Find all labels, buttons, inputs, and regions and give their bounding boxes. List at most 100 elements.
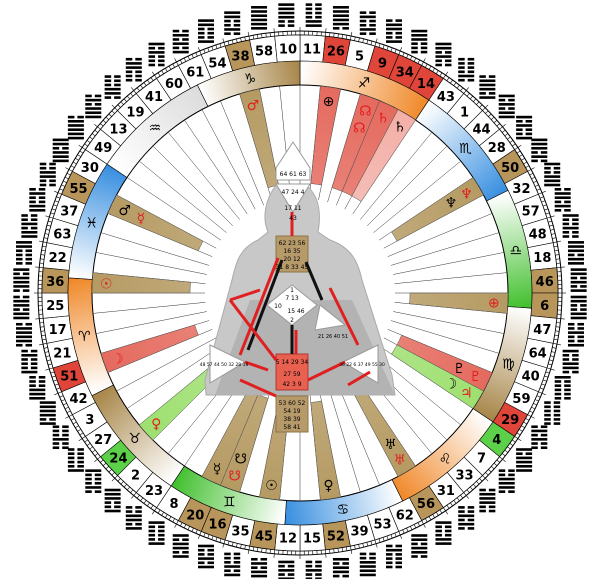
line-tick bbox=[46, 359, 51, 362]
line-tick bbox=[231, 39, 234, 44]
line-tick bbox=[40, 330, 45, 332]
hexagram-line-broken bbox=[25, 257, 33, 261]
hexagram-line-broken bbox=[562, 231, 570, 234]
line-tick bbox=[555, 326, 560, 328]
hexagram-line-solid bbox=[52, 155, 69, 158]
hexagram-line-solid bbox=[16, 245, 33, 248]
gate-number: 61 bbox=[186, 66, 204, 81]
gate-divider-line bbox=[390, 320, 500, 354]
hexagram-line-solid bbox=[16, 335, 33, 339]
planet-symbol: ☋ bbox=[228, 469, 240, 485]
hexagram-line-solid bbox=[554, 192, 571, 195]
hexagram-line-broken bbox=[62, 433, 69, 437]
line-tick bbox=[44, 351, 49, 353]
line-tick bbox=[450, 79, 453, 84]
hexagram-line-broken bbox=[479, 505, 486, 509]
hexagram-line-broken bbox=[554, 396, 562, 400]
line-tick bbox=[362, 543, 364, 548]
hexagram-line-broken bbox=[148, 525, 156, 529]
line-tick bbox=[59, 188, 64, 191]
line-tick bbox=[157, 72, 161, 77]
line-tick bbox=[187, 526, 190, 530]
hexagram-31 bbox=[458, 506, 475, 530]
gate-number: 12 bbox=[279, 532, 297, 547]
line-tick bbox=[65, 414, 73, 419]
hexagram-line-broken bbox=[207, 31, 215, 35]
hexagram-line-broken bbox=[564, 209, 571, 212]
hexagram-line-solid bbox=[435, 46, 452, 50]
line-tick bbox=[140, 84, 144, 89]
hexagram-line-broken bbox=[544, 413, 551, 417]
hexagram-line-solid bbox=[13, 268, 30, 271]
hexagram-line-solid bbox=[544, 179, 561, 183]
hexagram-line-broken bbox=[125, 510, 133, 513]
line-tick bbox=[61, 399, 66, 402]
zodiac-sign-symbol: ♌ bbox=[439, 451, 452, 467]
hexagram-line-broken bbox=[287, 564, 295, 568]
line-tick bbox=[542, 379, 547, 382]
hexagram-line-broken bbox=[67, 115, 75, 119]
line-tick bbox=[183, 524, 187, 529]
line-tick bbox=[554, 334, 559, 336]
hexagram-23 bbox=[125, 506, 142, 530]
hexagram-line-solid bbox=[516, 136, 533, 140]
line-tick bbox=[341, 34, 343, 39]
line-tick bbox=[191, 527, 194, 532]
hexagram-line-broken bbox=[444, 63, 452, 67]
hexagram-24 bbox=[85, 469, 102, 493]
hexagram-line-broken bbox=[39, 162, 47, 166]
line-tick bbox=[501, 453, 506, 457]
line-tick bbox=[490, 466, 495, 470]
hexagram-line-solid bbox=[278, 569, 295, 572]
gate-divider-line bbox=[327, 383, 361, 493]
hexagram-line-broken bbox=[104, 96, 112, 99]
gate-number: 11 bbox=[303, 42, 321, 57]
hexagram-line-broken bbox=[553, 409, 561, 413]
hexagram-33 bbox=[479, 488, 496, 513]
hexagram-line-broken bbox=[564, 384, 571, 387]
line-tick bbox=[337, 33, 339, 38]
line-tick bbox=[44, 233, 49, 235]
line-tick bbox=[273, 549, 276, 558]
line-tick bbox=[378, 43, 381, 48]
sacral-gates-2: 27 59 bbox=[283, 371, 300, 378]
hexagram-line-broken bbox=[562, 370, 570, 374]
hexagram-line-broken bbox=[580, 308, 587, 311]
line-tick bbox=[100, 459, 104, 463]
line-tick bbox=[358, 544, 360, 549]
hexagram-59 bbox=[544, 401, 561, 425]
planet-symbol: ☉ bbox=[265, 478, 278, 494]
hexagram-line-broken bbox=[498, 490, 506, 493]
hexagram-line-broken bbox=[16, 249, 23, 253]
hexagram-line-solid bbox=[562, 214, 579, 217]
hexagram-line-broken bbox=[38, 200, 46, 204]
hexagram-line-solid bbox=[104, 488, 121, 492]
hexagram-line-broken bbox=[531, 433, 538, 437]
root-gates-4: 58 41 bbox=[283, 424, 300, 431]
line-tick bbox=[511, 143, 516, 147]
hexagram-line-broken bbox=[104, 83, 112, 87]
hexagram-line-broken bbox=[508, 490, 515, 493]
line-tick bbox=[337, 548, 339, 553]
hexagram-line-solid bbox=[52, 138, 69, 142]
line-tick bbox=[77, 154, 82, 158]
line-tick bbox=[362, 38, 364, 43]
hexagram-line-solid bbox=[544, 183, 561, 187]
planet-symbol: ⊕ bbox=[488, 296, 500, 312]
hexagram-line-solid bbox=[570, 268, 587, 271]
line-tick bbox=[382, 537, 385, 542]
line-tick bbox=[78, 144, 86, 150]
gate-number: 5 bbox=[355, 49, 364, 64]
line-tick bbox=[42, 245, 47, 248]
hexagram-line-broken bbox=[385, 544, 393, 548]
hexagram-line-solid bbox=[29, 392, 46, 396]
hexagram-line-broken bbox=[435, 59, 442, 63]
root-gates-2: 54 19 bbox=[283, 408, 300, 415]
hexagram-line-broken bbox=[21, 214, 28, 217]
hexagram-15 bbox=[305, 560, 322, 579]
gate-number: 23 bbox=[145, 484, 163, 499]
line-tick bbox=[541, 200, 546, 203]
solar-plexus-gates: 36 22 6 37 49 55 30 bbox=[339, 362, 385, 368]
hexagram-line-broken bbox=[62, 425, 69, 429]
hexagram-line-broken bbox=[233, 556, 241, 560]
